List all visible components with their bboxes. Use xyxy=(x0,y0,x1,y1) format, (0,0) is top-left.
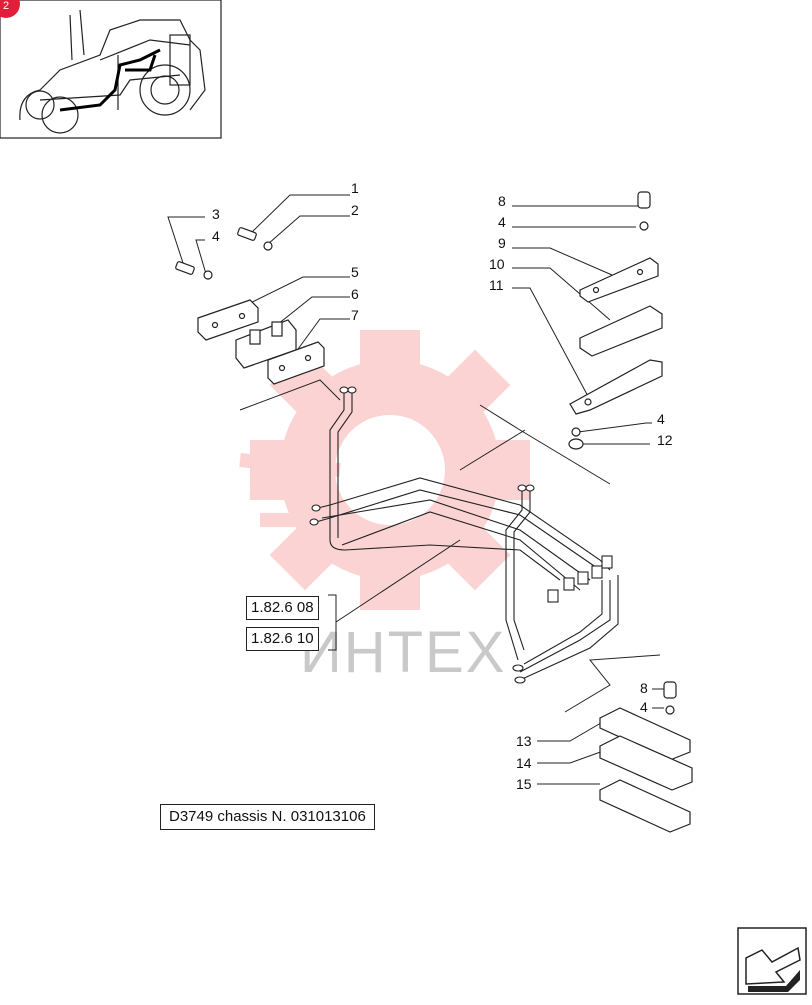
callout-4-lower: 4 xyxy=(640,699,648,715)
next-page-arrow-icon[interactable] xyxy=(737,927,807,995)
callout-labels: 1 2 3 4 5 6 7 8 4 9 10 11 4 12 8 4 13 14… xyxy=(212,180,673,792)
callout-3: 3 xyxy=(212,206,220,222)
callout-13: 13 xyxy=(516,733,532,749)
callout-8-upper: 8 xyxy=(498,193,506,209)
clamp-parts-right-upper xyxy=(568,191,663,450)
callout-1: 1 xyxy=(351,180,359,196)
hydraulic-pipes xyxy=(315,392,619,681)
callout-2: 2 xyxy=(351,202,359,218)
tractor-thumbnail[interactable] xyxy=(0,0,222,139)
watermark-logo xyxy=(239,330,530,610)
callout-12: 12 xyxy=(657,432,673,448)
callout-11: 11 xyxy=(489,277,504,293)
watermark-text: ИНТЕХ xyxy=(300,620,506,685)
clamp-parts-right-lower xyxy=(599,681,693,833)
badge-number: 2 xyxy=(3,0,9,12)
callout-14: 14 xyxy=(516,755,532,771)
callout-9: 9 xyxy=(498,235,506,251)
reference-link-2[interactable]: 1.82.6 10 xyxy=(246,627,319,651)
callout-15: 15 xyxy=(516,776,532,792)
callout-7: 7 xyxy=(351,307,359,323)
page-badge: 2 xyxy=(0,0,20,18)
pipe-fittings xyxy=(309,386,613,684)
callout-5: 5 xyxy=(351,264,359,280)
callout-4-mid: 4 xyxy=(657,411,665,427)
callout-6: 6 xyxy=(351,286,359,302)
callout-8-lower: 8 xyxy=(640,680,648,696)
reference-link-1[interactable]: 1.82.6 08 xyxy=(246,596,319,620)
clamp-parts-left xyxy=(175,227,325,385)
leader-lines xyxy=(167,194,668,785)
chassis-label: D3749 chassis N. 031013106 xyxy=(160,804,375,830)
callout-4-left: 4 xyxy=(212,228,220,244)
callout-10: 10 xyxy=(489,256,505,272)
callout-4-upper: 4 xyxy=(498,214,506,230)
